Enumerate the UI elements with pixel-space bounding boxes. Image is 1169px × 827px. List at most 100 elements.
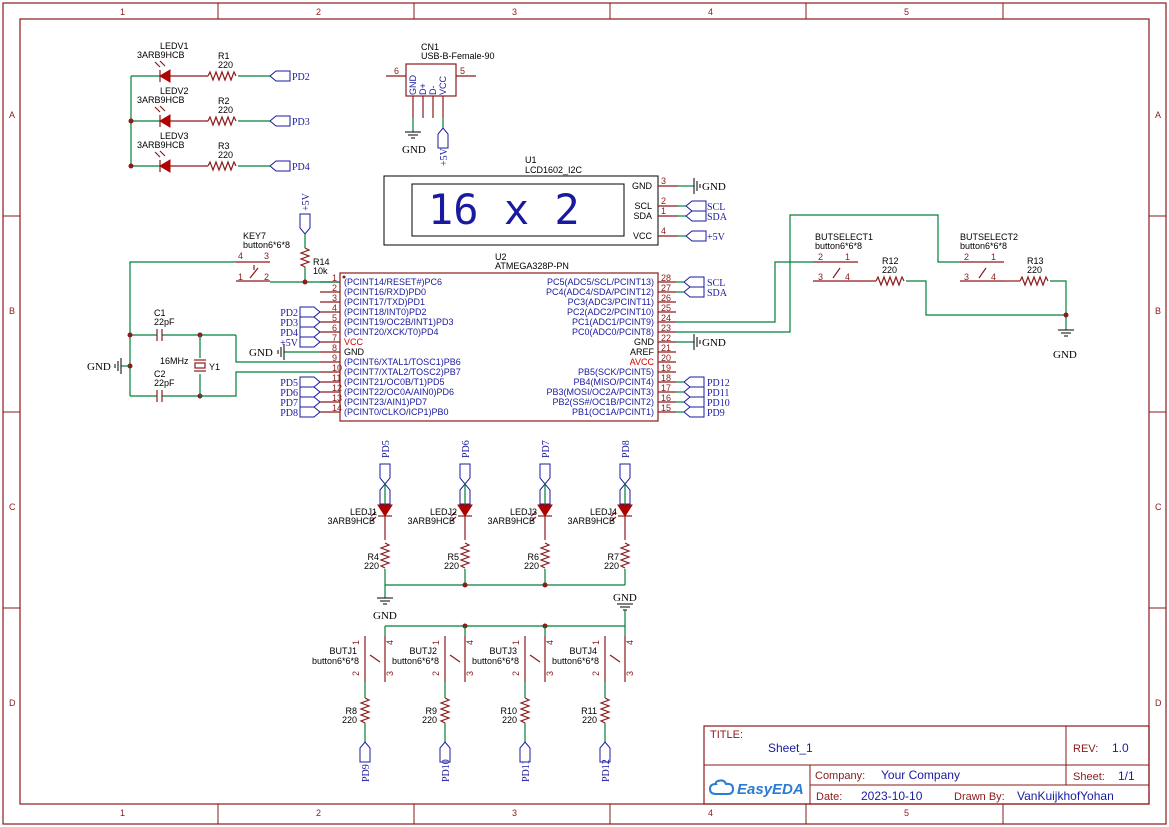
ledj-net-label: PD8 bbox=[621, 440, 632, 458]
ledv-res-val: 220 bbox=[218, 60, 233, 70]
mcu-pin-num: 6 bbox=[332, 323, 337, 333]
mcu-pin-name: GND bbox=[344, 347, 365, 357]
mcu-pin-num: 27 bbox=[661, 283, 671, 293]
r14-pullup: +5V R14 10k bbox=[299, 192, 330, 282]
lcd-pin-num: 3 bbox=[661, 176, 666, 186]
butj-net-label: PD12 bbox=[601, 759, 612, 782]
butj-res-ref: R9 bbox=[425, 706, 437, 716]
sheet-label: Sheet: bbox=[1073, 771, 1105, 783]
lcd-net-label: SDA bbox=[707, 212, 728, 223]
mcu-pin-name: (PCINT22/OC0A/AIN0)PD6 bbox=[344, 387, 454, 397]
ledj-res-val: 220 bbox=[364, 561, 379, 571]
y1-ref: Y1 bbox=[209, 362, 220, 372]
lcd-pin-num: 1 bbox=[661, 206, 666, 216]
butselect-group: BUTSELECT1 button6*6*8 2 1 3 4 R12 220 B… bbox=[676, 214, 1077, 361]
r14-ref: R14 bbox=[313, 257, 330, 267]
zone-col-top: 5 bbox=[904, 7, 909, 17]
butj-pin3: 3 bbox=[545, 671, 555, 676]
butj-pin4: 4 bbox=[625, 640, 635, 645]
mcu-pin-name: (PCINT6/XTAL1/TOSC1)PB6 bbox=[344, 357, 461, 367]
ledj-res-val: 220 bbox=[444, 561, 459, 571]
mcu-pin-name: (PCINT20/XCK/T0)PD4 bbox=[344, 327, 439, 337]
mcu-pin-num: 19 bbox=[661, 363, 671, 373]
mcu-pin-name: GND bbox=[634, 337, 655, 347]
mcu-net-label: PD2 bbox=[280, 308, 298, 319]
mcu-pin-name: PC3(ADC3/PCINT11) bbox=[568, 297, 654, 307]
mcu-pin-num: 9 bbox=[332, 353, 337, 363]
butselect2-ref: BUTSELECT2 bbox=[960, 232, 1018, 242]
ledv-ref: LEDV3 bbox=[160, 131, 189, 141]
mcu-pin-num: 23 bbox=[661, 323, 671, 333]
mcu-pin-name: AVCC bbox=[630, 357, 655, 367]
cn1-pin5: 5 bbox=[460, 66, 465, 76]
mcu-pin-name: (PCINT23/AIN1)PD7 bbox=[344, 397, 427, 407]
mcu-pin-num: 13 bbox=[332, 393, 342, 403]
mcu-pin-name: (PCINT19/OC2B/INT1)PD3 bbox=[344, 317, 454, 327]
butj-pin2: 2 bbox=[351, 671, 361, 676]
rev-value: 1.0 bbox=[1112, 741, 1129, 755]
zone-row-right: C bbox=[1155, 502, 1162, 512]
ledj-ref: LEDJ4 bbox=[590, 507, 617, 517]
mcu-ref: U2 bbox=[495, 252, 507, 262]
key7-pin3: 3 bbox=[264, 251, 269, 261]
butj-ref: BUTJ4 bbox=[569, 646, 597, 656]
key7-part: button6*6*8 bbox=[243, 240, 290, 250]
cn1-pin6: 6 bbox=[394, 66, 399, 76]
cn1-pin-gnd: GND bbox=[408, 75, 418, 96]
butj-res-ref: R8 bbox=[345, 706, 357, 716]
zone-col-bottom: 5 bbox=[904, 808, 909, 818]
zone-row-left: A bbox=[9, 110, 15, 120]
gnd-crystal: GND bbox=[87, 358, 122, 374]
ledj-res-val: 220 bbox=[524, 561, 539, 571]
mcu-net-label: PD8 bbox=[280, 408, 298, 419]
mcu-pin-name: PC5(ADC5/SCL/PCINT13) bbox=[547, 277, 654, 287]
zone-col-top: 3 bbox=[512, 7, 517, 17]
mcu-net-label: SCL bbox=[707, 278, 725, 289]
zone-col-top: 1 bbox=[120, 7, 125, 17]
ledj-res-ref: R4 bbox=[367, 552, 379, 562]
mcu-left-pin-3: 3(PCINT17/TXD)PD1 bbox=[320, 293, 425, 307]
butselect1-ref: BUTSELECT1 bbox=[815, 232, 873, 242]
mcu-net-label: +5V bbox=[280, 338, 299, 349]
capacitors-and-crystal: C1 22pF C2 22pF 16MHz Y1 bbox=[154, 308, 220, 402]
mcu-pin-name: (PCINT16/RXD)PD0 bbox=[344, 287, 426, 297]
usb-connector-cn1: CN1 USB-B-Female-90 6 5 GND D+ D- VCC bbox=[386, 42, 495, 132]
butj-ref: BUTJ1 bbox=[329, 646, 357, 656]
zone-row-right: A bbox=[1155, 110, 1161, 120]
mcu-pin-num: 2 bbox=[332, 283, 337, 293]
butj-pin1: 1 bbox=[431, 640, 441, 645]
ledj-net-label: PD6 bbox=[461, 440, 472, 458]
butj-pin3: 3 bbox=[465, 671, 475, 676]
butj-part: button6*6*8 bbox=[472, 656, 519, 666]
mcu-pin-num: 22 bbox=[661, 333, 671, 343]
mcu-pin-num: 8 bbox=[332, 343, 337, 353]
ledj-res-val: 220 bbox=[604, 561, 619, 571]
butj-pin4: 4 bbox=[385, 640, 395, 645]
gnd-butj: GND bbox=[385, 592, 637, 629]
c2-val: 22pF bbox=[154, 378, 175, 388]
lcd-ref: U1 bbox=[525, 155, 537, 165]
ledj-part: 3ARB9HCB bbox=[567, 516, 615, 526]
company-value: Your Company bbox=[881, 768, 960, 782]
mcu-pin-name: PC1(ADC1/PCINT9) bbox=[572, 317, 654, 327]
mcu-net-label: PD11 bbox=[707, 388, 729, 399]
ledv-part: 3ARB9HCB bbox=[137, 140, 185, 150]
mcu-pin-name: (PCINT18/INT0)PD2 bbox=[344, 307, 427, 317]
gnd-ledj-label: GND bbox=[373, 610, 397, 622]
lcd-pin-num: 4 bbox=[661, 226, 666, 236]
ledj-part: 3ARB9HCB bbox=[327, 516, 375, 526]
ledv-part: 3ARB9HCB bbox=[137, 95, 185, 105]
